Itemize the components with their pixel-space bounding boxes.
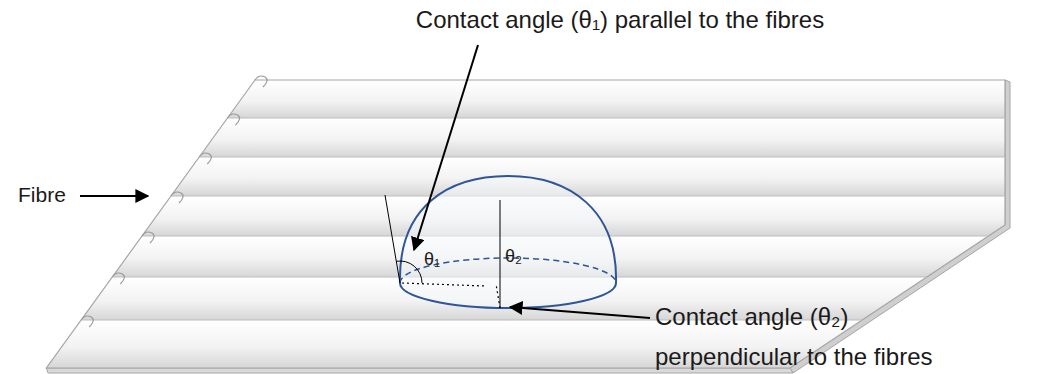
- fibre-end: [228, 114, 240, 125]
- vertical-line: [500, 200, 501, 308]
- fibre-plate: [46, 76, 1010, 373]
- fibre-ridge: [228, 117, 1006, 118]
- base-line: [496, 284, 500, 308]
- fibre-end: [142, 232, 154, 243]
- droplet: [400, 176, 616, 308]
- plate-outline: [46, 80, 1005, 368]
- leader-arrow: [80, 195, 148, 197]
- base-line: [402, 283, 485, 286]
- fibre-band: [228, 80, 1006, 118]
- droplet-dome: [400, 176, 616, 308]
- fibre-band: [199, 118, 1005, 157]
- fibre-ends: [81, 76, 267, 327]
- fibre-end: [171, 192, 183, 203]
- angle-symbol: θ₁: [424, 249, 440, 270]
- fibre-end: [81, 316, 93, 327]
- fibre-ridges: [81, 118, 1005, 320]
- callout-label: Contact angle (θ₁) parallel to the fibre…: [416, 6, 824, 34]
- fibre-band: [171, 157, 1005, 196]
- leader-arrow: [414, 45, 478, 250]
- leader-arrow: [510, 307, 650, 318]
- angle-construction: [385, 195, 500, 308]
- tangent-line: [385, 195, 400, 283]
- fibre-ridge: [171, 195, 1005, 196]
- fibre-ridge: [199, 156, 1005, 157]
- droplet-base-front: [400, 283, 616, 308]
- leader-arrows: [80, 45, 650, 318]
- part-label: Fibre: [18, 183, 66, 207]
- angle-arc: [396, 261, 422, 283]
- fibre-end: [199, 153, 211, 164]
- callout-label: Contact angle (θ₂) perpendicular to the …: [655, 297, 995, 374]
- fibre-end: [112, 273, 124, 284]
- angle-symbol: θ₂: [505, 246, 522, 267]
- fibre-end: [255, 76, 267, 87]
